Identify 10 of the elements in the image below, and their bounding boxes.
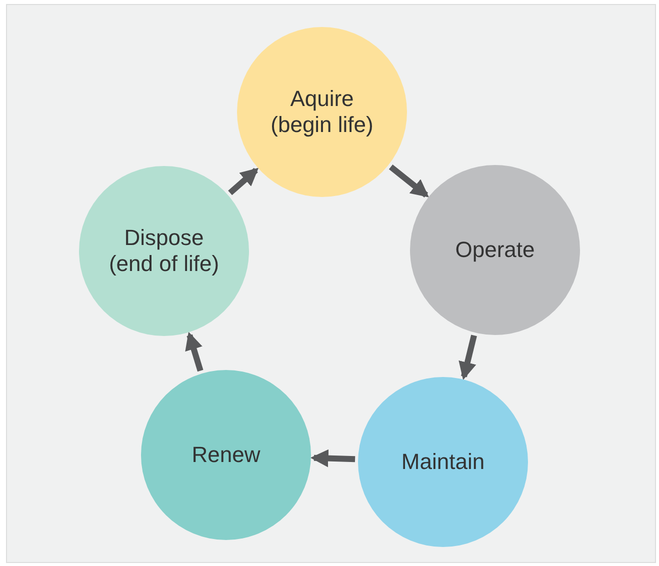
arrow [458,334,477,380]
arrow [310,449,356,468]
node-label: Aquire (begin life) [270,86,374,138]
node-label: Renew [190,442,262,468]
arrow [228,168,259,196]
arrow [185,332,204,372]
node-label: Operate [454,236,536,264]
node-label: Dispose (end of life) [108,224,220,278]
node-label: Maintain [400,448,486,476]
arrow [388,164,430,198]
